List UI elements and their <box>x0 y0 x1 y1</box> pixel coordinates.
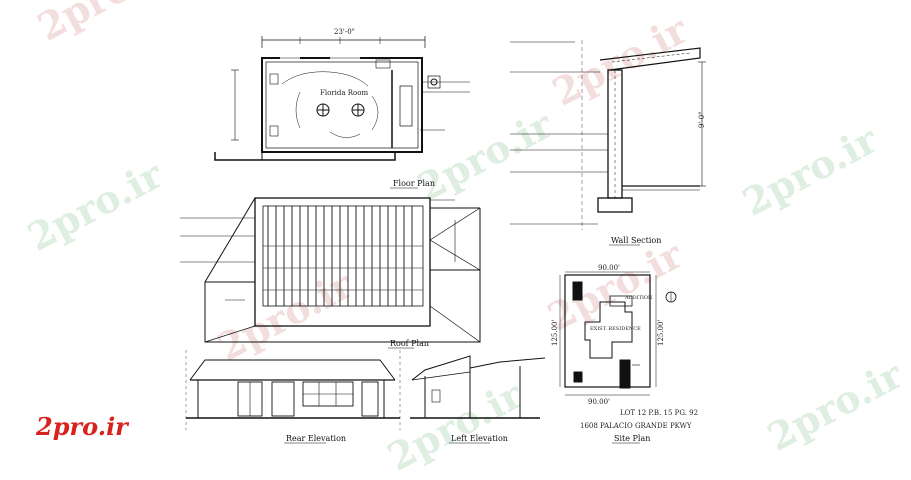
floor-plan-title: Floor Plan <box>393 179 435 188</box>
site-house-label: EXIST. RESIDENCE <box>590 326 641 332</box>
site-top-dimension: 90.00' <box>598 264 620 272</box>
site-legal-description: LOT 12 P.B. 15 PG. 92 <box>620 409 698 417</box>
site-addition-label: ADDITION <box>624 295 653 301</box>
rear-elevation <box>185 350 401 430</box>
cad-sheet: 2pro.ir 2pro.ir 2pro.ir 2pro.ir 2pro.ir … <box>20 0 910 480</box>
floor-plan <box>214 36 470 161</box>
left-elevation-title: Left Elevation <box>451 434 508 443</box>
site-logo: 2pro.ir <box>36 412 128 441</box>
wall-section <box>510 40 706 230</box>
left-elevation <box>410 355 546 419</box>
floor-plan-top-dimension: 23'-0" <box>334 28 355 36</box>
site-plan <box>559 271 677 396</box>
site-right-dimension: 125.00' <box>657 320 665 346</box>
roof-plan-title: Roof Plan <box>390 339 429 348</box>
roof-plan <box>180 197 481 343</box>
site-left-dimension: 125.00' <box>551 320 559 346</box>
drawing-labels: 23'-0" Florida Room Floor Plan Roof Plan… <box>284 28 706 444</box>
site-bottom-dimension: 90.00' <box>588 398 610 406</box>
room-label: Florida Room <box>320 89 368 97</box>
site-plan-title: Site Plan <box>614 434 650 443</box>
wall-section-title: Wall Section <box>611 236 661 245</box>
wall-section-height-dimension: 9'-0" <box>698 112 706 128</box>
site-address: 1608 PALACIO GRANDE PKWY <box>580 422 692 430</box>
rear-elevation-title: Rear Elevation <box>286 434 346 443</box>
drawing-canvas: 23'-0" Florida Room Floor Plan Roof Plan… <box>180 28 706 444</box>
